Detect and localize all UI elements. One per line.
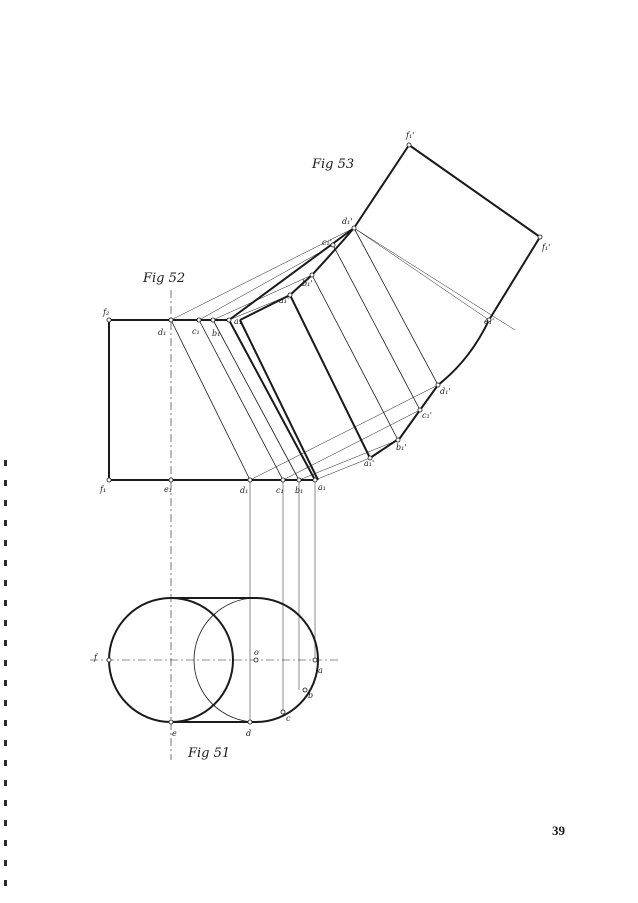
- fig53-caption: Fig 53: [311, 157, 354, 172]
- label-a1-prime-bot: a₁': [364, 459, 374, 468]
- label-c1-bot: c₁: [276, 486, 284, 495]
- label-b1-prime-bot: b₁': [396, 443, 407, 452]
- construction-points: [106, 142, 543, 725]
- page-number: 39: [552, 823, 566, 838]
- label-e-plan: e: [172, 729, 177, 738]
- fig51-plan: [90, 480, 340, 723]
- label-d1-prime-top: d₁': [342, 217, 353, 226]
- label-c1-prime-bot: c₁': [422, 411, 432, 420]
- label-e1: e₁: [164, 485, 172, 494]
- label-f-plan: f: [93, 653, 99, 662]
- label-b1-top: b₁: [212, 329, 220, 338]
- label-c1-prime-top: c₁': [322, 238, 332, 247]
- label-f1-prime-right: f₁': [541, 243, 550, 252]
- label-d1-top: d₁: [158, 328, 166, 337]
- binding-holes: [4, 460, 7, 886]
- label-c1-top: c₁: [192, 327, 200, 336]
- label-b1-bot: b₁: [295, 486, 303, 495]
- label-b-plan: b: [308, 691, 313, 700]
- label-a1-bot: a₁: [318, 483, 326, 492]
- fig52-caption: Fig 52: [142, 271, 185, 286]
- label-a1-top: a₁: [234, 317, 242, 326]
- fig53-segment: [170, 144, 541, 481]
- label-d1-bot: d₁: [240, 486, 248, 495]
- fig51-caption: Fig 51: [187, 746, 230, 761]
- label-b1-prime-top: b₁': [302, 279, 313, 288]
- label-d1-prime-bot: d₁': [440, 387, 451, 396]
- label-e1-prime: e₁': [484, 317, 494, 326]
- label-f1-prime-top: f₁': [405, 131, 414, 140]
- label-o-plan: o: [254, 648, 259, 657]
- label-a1-prime-top: a₁': [279, 296, 289, 305]
- label-f1: f₁: [99, 485, 106, 494]
- label-f2: f₂: [102, 308, 109, 317]
- label-a-plan: a: [318, 666, 323, 675]
- label-c-plan: c: [286, 714, 291, 723]
- fig52-elevation: [108, 319, 319, 481]
- label-d-plan: d: [246, 729, 251, 738]
